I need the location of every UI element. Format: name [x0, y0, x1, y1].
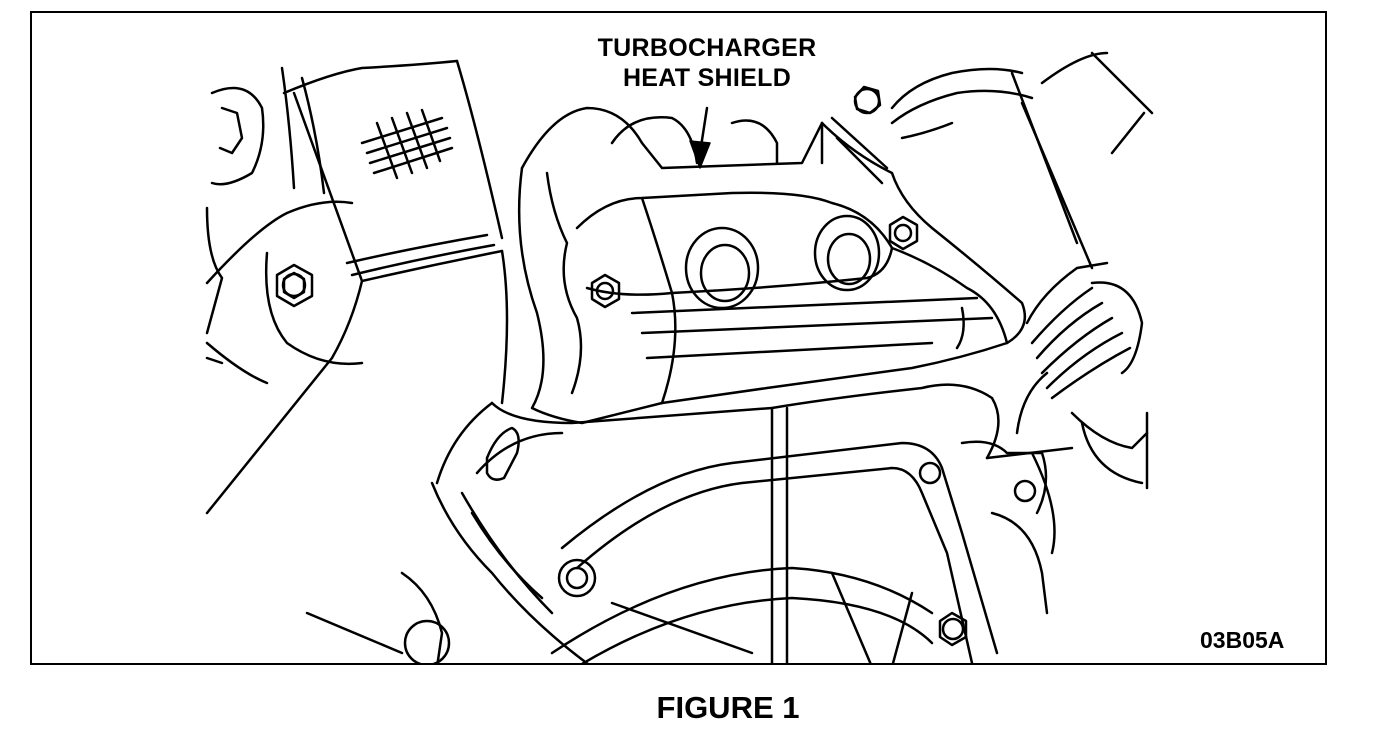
left-bolt	[275, 263, 314, 308]
upper-right-pipe	[853, 51, 1154, 270]
callout-line-1: TURBOCHARGER	[597, 34, 817, 62]
lower-right-bolt	[938, 611, 968, 647]
lower-housing	[305, 371, 1074, 663]
upper-left-boss	[210, 66, 326, 195]
callout-line-2: HEAT SHIELD	[622, 64, 792, 92]
callout-arrow	[689, 106, 711, 169]
left-mount-plate	[205, 200, 364, 385]
drawing-code: 03B05A	[1200, 627, 1285, 653]
corrugated-hose	[1025, 261, 1149, 490]
heat-shield	[517, 106, 1027, 425]
shield-bolt-left	[590, 273, 621, 309]
heat-shield-callout: TURBOCHARGER HEAT SHIELD	[572, 33, 842, 93]
figure-caption: FIGURE 1	[656, 690, 800, 725]
intake-tube	[205, 59, 509, 515]
turbocharger-heat-shield-drawing	[205, 51, 1154, 663]
illustration-frame: TURBOCHARGER HEAT SHIELD 03B05A	[30, 11, 1327, 665]
shield-bolt-right	[888, 215, 919, 251]
